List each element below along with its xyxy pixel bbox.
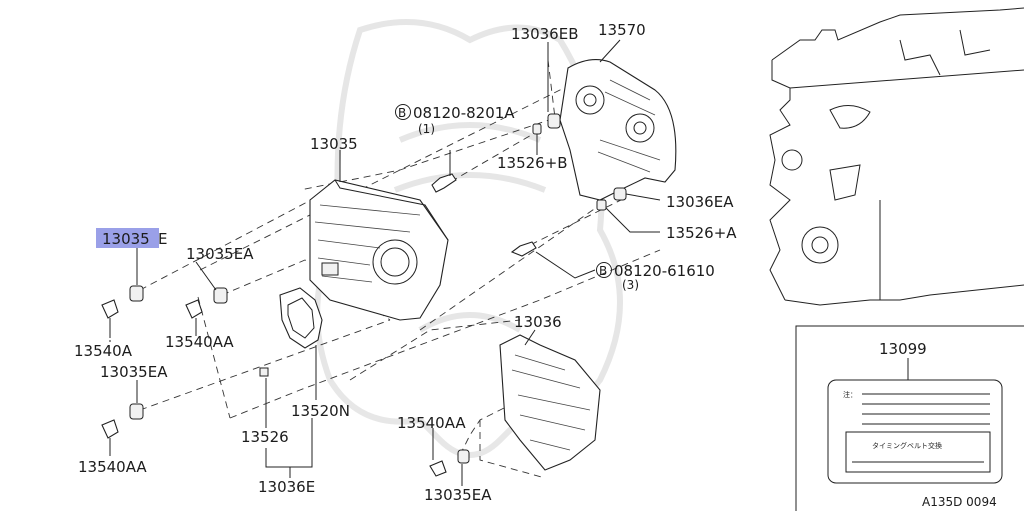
part-labels: 13036EB 13570 B 08120-8201A (1) 13035 13…: [74, 21, 927, 504]
label-13036EA: 13036EA: [666, 193, 734, 211]
svg-text:B: B: [599, 264, 607, 278]
engine-block-outline: [769, 7, 1024, 306]
label-13035EA-upper: 13035EA: [186, 245, 254, 263]
label-13526B: 13526+B: [497, 154, 568, 172]
label-13035E-highlighted: 13035: [102, 230, 150, 248]
lower-front-cover: [499, 334, 601, 471]
label-bolt-top-qty: (1): [418, 122, 435, 136]
note-prefix: 注：: [843, 390, 857, 399]
label-bolt-mid-qty: (3): [622, 278, 639, 292]
label-bolt-08120-61610: 08120-61610: [614, 262, 715, 280]
sticker-text: タイミングベルト交換: [872, 441, 942, 450]
label-13036E: 13036E: [258, 478, 315, 496]
footer-code: A135D 0094: [922, 495, 997, 509]
highlight-13035E: [96, 228, 159, 248]
label-bolt-08120-8201A: 08120-8201A: [413, 104, 515, 122]
label-13035EA-lower: 13035EA: [100, 363, 168, 381]
rear-timing-cover: [559, 59, 677, 201]
label-13036: 13036: [514, 313, 562, 331]
leader-lines: [109, 39, 661, 486]
label-card-panel: 注： タイミングベルト交換: [795, 325, 1024, 511]
fasteners: [101, 113, 627, 477]
label-13099: 13099: [879, 340, 927, 358]
label-13540AA-lower: 13540AA: [78, 458, 147, 476]
label-13035E-suffix: E: [158, 230, 167, 248]
label-13540A: 13540A: [74, 342, 133, 360]
label-13526: 13526: [241, 428, 289, 446]
label-13036EB: 13036EB: [511, 25, 579, 43]
upper-front-cover: [309, 179, 449, 321]
bolt-symbol-mid: B: [596, 262, 612, 278]
bolt-symbol-top: B: [395, 104, 411, 120]
label-13540AA-bottom: 13540AA: [397, 414, 466, 432]
gasket-ring: [259, 287, 323, 377]
svg-text:B: B: [398, 106, 406, 120]
label-13526A: 13526+A: [666, 224, 737, 242]
label-13540AA-upper: 13540AA: [165, 333, 234, 351]
label-13035EA-bottom: 13035EA: [424, 486, 492, 504]
label-13570: 13570: [598, 21, 646, 39]
label-13035: 13035: [310, 135, 358, 153]
label-13520N: 13520N: [291, 402, 350, 420]
